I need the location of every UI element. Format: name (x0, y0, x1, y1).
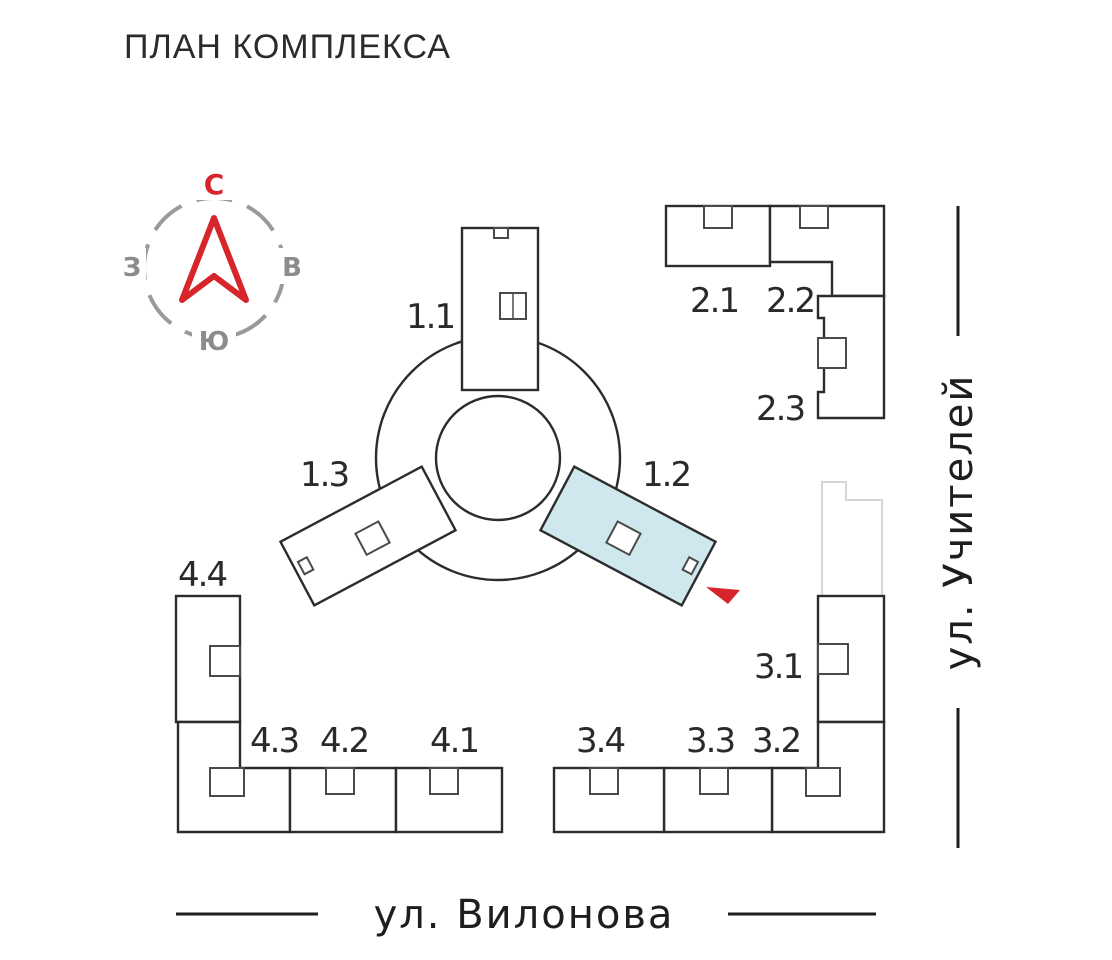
label-3-4: 3.4 (576, 721, 624, 761)
building-3-3[interactable] (662, 766, 774, 834)
building-4-2[interactable] (288, 766, 398, 834)
building-1-2[interactable] (538, 465, 718, 607)
building-4-1[interactable] (394, 766, 504, 834)
label-1-3: 1.3 (300, 455, 348, 495)
building-3-1[interactable] (816, 594, 886, 724)
label-3-2: 3.2 (752, 721, 800, 761)
street-right-label: ул. Учителей (936, 374, 982, 671)
compass-east: В (282, 253, 302, 283)
compass-north: С (204, 168, 225, 201)
planned-building-outline (821, 481, 883, 597)
label-3-1: 3.1 (754, 647, 802, 687)
building-1-1[interactable] (460, 226, 540, 392)
building-4-4[interactable] (174, 594, 242, 724)
courtyard-inner-circle (434, 394, 562, 522)
page-title: ПЛАН КОМПЛЕКСА (124, 28, 451, 66)
label-1-1: 1.1 (406, 297, 454, 337)
label-1-2: 1.2 (642, 455, 690, 495)
entrance-marker-icon (706, 587, 740, 604)
label-2-3: 2.3 (756, 389, 804, 429)
building-1-3[interactable] (278, 465, 458, 607)
label-2-1: 2.1 (690, 281, 738, 321)
label-4-2: 4.2 (320, 721, 368, 761)
building-2-2[interactable] (768, 204, 886, 298)
building-2-3[interactable] (816, 294, 886, 420)
compass-south: Ю (199, 327, 230, 357)
label-4-3: 4.3 (250, 721, 298, 761)
label-3-3: 3.3 (686, 721, 734, 761)
compass-icon: С З В Ю (114, 166, 306, 357)
label-4-1: 4.1 (430, 721, 478, 761)
building-3-4[interactable] (552, 766, 666, 834)
street-bottom-label: ул. Вилонова (374, 892, 675, 938)
label-2-2: 2.2 (766, 281, 814, 321)
building-3-2[interactable] (770, 720, 886, 834)
compass-west: З (123, 253, 141, 283)
north-arrow-icon (179, 215, 249, 303)
label-4-4: 4.4 (178, 555, 226, 595)
building-2-1[interactable] (664, 204, 772, 268)
